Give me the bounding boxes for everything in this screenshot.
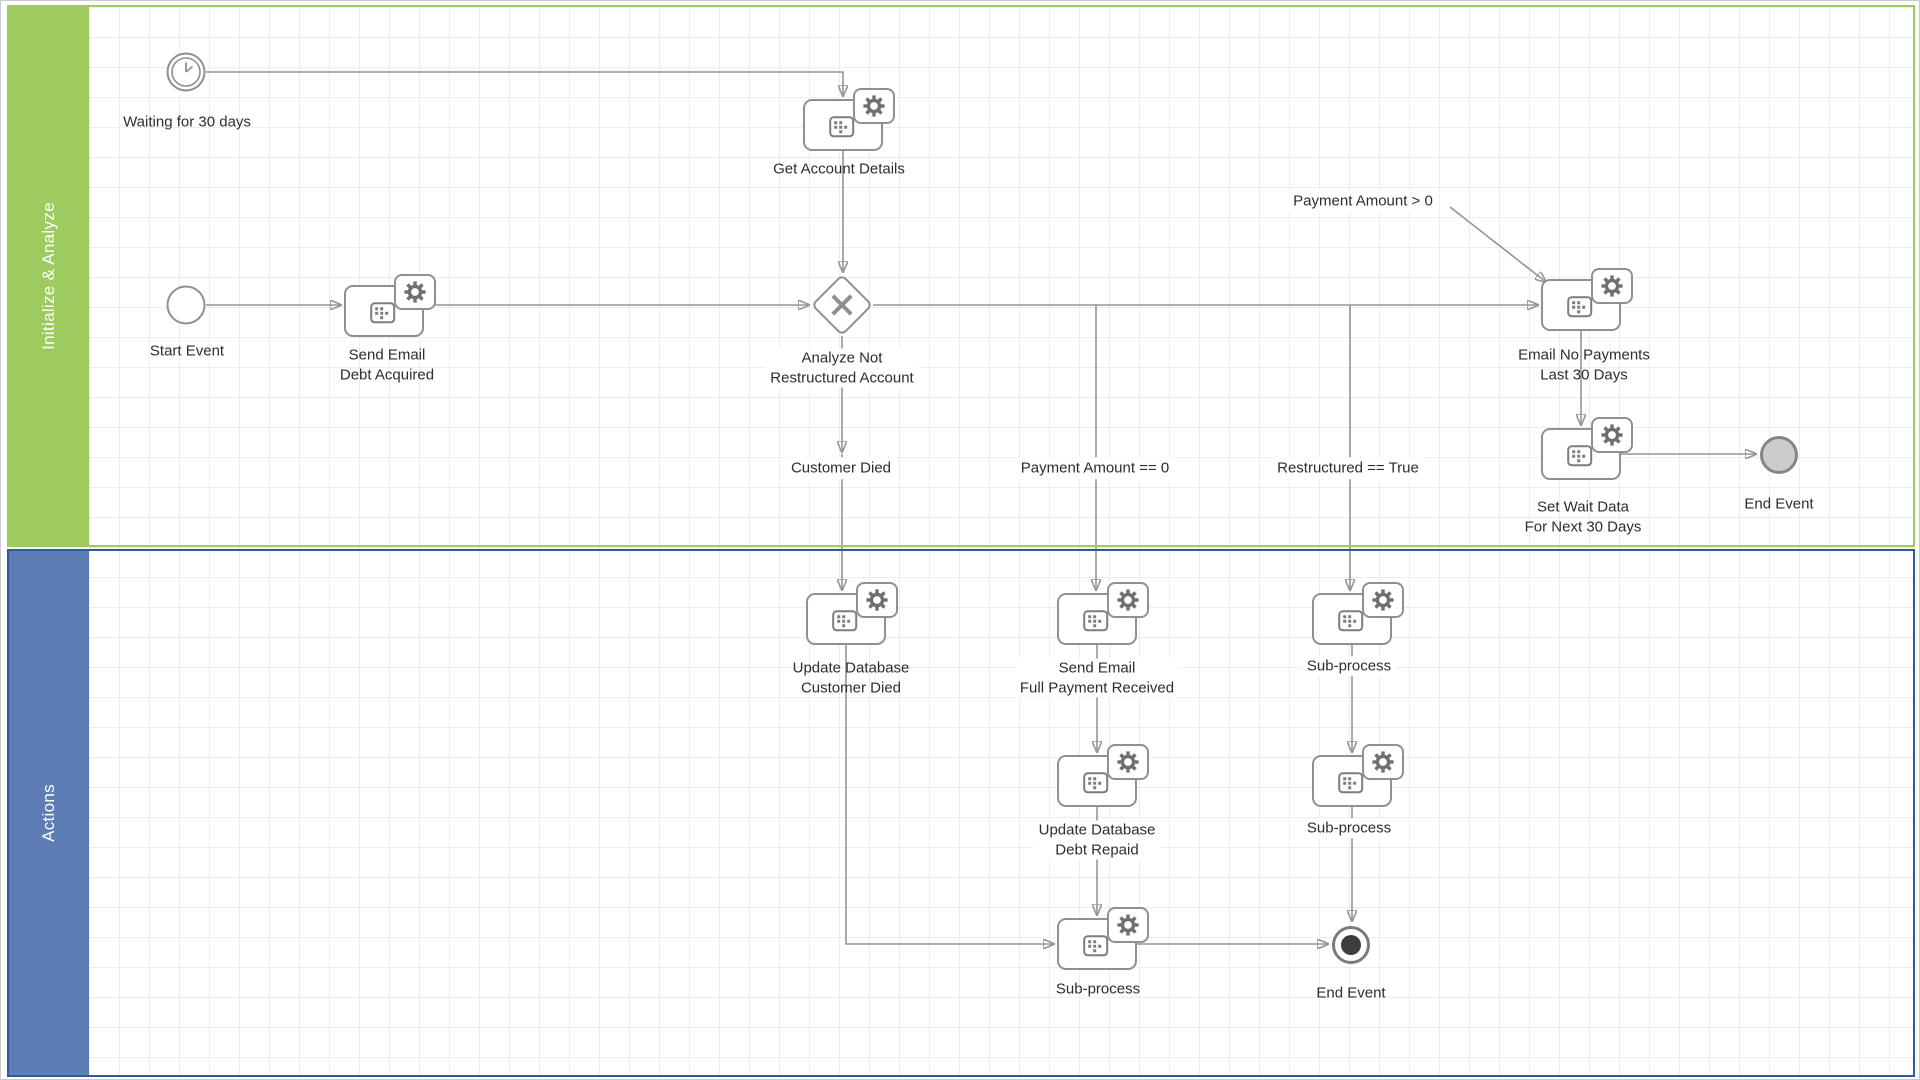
label-end-event-analyze: End Event (1744, 495, 1814, 513)
task-email-no-payments[interactable] (1541, 268, 1633, 331)
gear-icon (1107, 744, 1149, 780)
label-update-db-debt-repaid: Update Database Debt Repaid (1033, 820, 1161, 860)
gear-icon (1591, 417, 1633, 453)
task-update-db-debt-repaid[interactable] (1057, 744, 1149, 807)
task-get-account-details[interactable] (803, 88, 895, 151)
label-email-no-payments: Email No Payments Last 30 Days (1518, 346, 1650, 384)
lane-title-initialize-analyze: Initialize & Analyze (39, 202, 58, 350)
flow-timer-to-get-account-details[interactable] (206, 71, 843, 96)
gear-icon (1107, 907, 1149, 943)
lane-band-initialize-analyze[interactable]: Initialize & Analyze (9, 7, 89, 545)
flow-label-payment-gt-0: Payment Amount > 0 (1287, 190, 1439, 212)
list-icon (1338, 772, 1364, 794)
clock-icon (185, 62, 194, 73)
end-event-actions[interactable] (1331, 925, 1371, 965)
gear-icon (1107, 582, 1149, 618)
gear-icon (1591, 268, 1633, 304)
gear-icon (1362, 744, 1404, 780)
grid-background (89, 7, 1915, 1077)
label-end-event-actions: End Event (1316, 984, 1386, 1002)
terminate-icon (1341, 935, 1361, 955)
list-icon (1567, 445, 1593, 467)
leader-payment-gt-0[interactable] (1449, 206, 1546, 282)
task-send-email-debt-acquired[interactable] (344, 274, 436, 337)
timer-start-event[interactable] (166, 52, 206, 92)
list-icon (829, 116, 855, 138)
lane-band-actions[interactable]: Actions (9, 551, 89, 1075)
gear-icon (1362, 582, 1404, 618)
task-send-email-full-payment[interactable] (1057, 582, 1149, 645)
list-icon (370, 302, 396, 324)
list-icon (1338, 610, 1364, 632)
task-update-db-customer-died[interactable] (806, 582, 898, 645)
label-start-event: Start Event (149, 342, 225, 360)
lane-title-actions: Actions (39, 784, 58, 842)
flow-label-customer-died: Customer Died (784, 457, 898, 479)
label-subprocess-2: Sub-process (1301, 818, 1397, 838)
list-icon (1083, 610, 1109, 632)
list-icon (1083, 935, 1109, 957)
list-icon (1567, 296, 1593, 318)
list-icon (1083, 772, 1109, 794)
label-timer-event: Waiting for 30 days (123, 113, 251, 131)
flow-update-db-customer-died-to-subprocess[interactable] (845, 645, 1054, 944)
task-subprocess-restructured-1[interactable] (1312, 582, 1404, 645)
label-send-email-debt: Send Email Debt Acquired (339, 346, 435, 384)
gear-icon (853, 88, 895, 124)
list-icon (832, 610, 858, 632)
end-event-analyze[interactable] (1759, 435, 1799, 475)
label-subprocess-1: Sub-process (1301, 656, 1397, 676)
label-subprocess-final: Sub-process (1055, 980, 1141, 998)
flow-label-payment-eq-0: Payment Amount == 0 (1014, 457, 1176, 479)
label-send-email-full: Send Email Full Payment Received (1014, 658, 1180, 698)
flow-label-restructured-true: Restructured == True (1271, 457, 1425, 479)
label-analyze-gateway: Analyze Not Restructured Account (765, 348, 919, 388)
task-set-wait-data[interactable] (1541, 417, 1633, 480)
task-subprocess-final[interactable] (1057, 907, 1149, 970)
label-get-account-details: Get Account Details (773, 160, 905, 178)
label-set-wait-data: Set Wait Data For Next 30 Days (1524, 498, 1642, 536)
start-event[interactable] (166, 285, 206, 325)
label-update-db-customer-died: Update Database Customer Died (792, 659, 910, 697)
task-subprocess-restructured-2[interactable] (1312, 744, 1404, 807)
gear-icon (856, 582, 898, 618)
gear-icon (394, 274, 436, 310)
